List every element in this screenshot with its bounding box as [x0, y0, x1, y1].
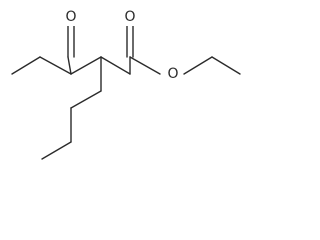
- bond-ch2-ch3: [211, 56, 241, 75]
- bond-ester-c-o: [129, 56, 161, 75]
- atom-label-ester-carbonyl-oxygen: O: [124, 9, 135, 25]
- bond-c3-stub: [67, 56, 72, 75]
- bond-c4-c5: [100, 56, 131, 75]
- chemical-structure-diagram: O O O: [11, 9, 241, 160]
- bond-c2-c3: [39, 56, 72, 75]
- bond-propyl-1: [70, 90, 102, 109]
- atom-label-ketone-oxygen: O: [65, 9, 76, 25]
- atom-label-ester-ether-oxygen: O: [167, 66, 178, 82]
- bond-c3-c4: [70, 56, 102, 75]
- bond-c1-c2: [11, 56, 41, 75]
- bond-propyl-3: [41, 141, 72, 160]
- bond-o-ch2: [183, 56, 213, 75]
